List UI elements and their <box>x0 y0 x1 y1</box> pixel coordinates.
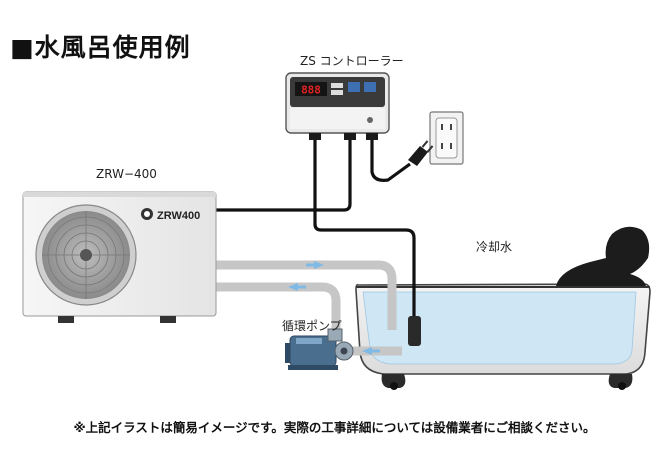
cable-controller-to-chiller <box>216 138 352 212</box>
power-plug-icon <box>408 140 434 166</box>
flow-arrow-supply <box>306 261 324 269</box>
page-title: ■水風呂使用例 <box>10 33 191 62</box>
pump-label: 循環ポンプ <box>282 319 342 333</box>
cable-power <box>370 138 411 182</box>
controller-display <box>295 82 327 96</box>
chiller-fan-grille <box>35 204 137 306</box>
bathtub-foot-right <box>608 374 633 390</box>
cable-sensor <box>313 138 416 318</box>
power-outlet <box>429 111 464 165</box>
chiller-logo-icon <box>141 208 153 220</box>
controller-label: ZS コントローラー <box>300 54 404 68</box>
footnote: ※上記イラストは簡易イメージです。実際の工事詳細については設備業者にご相談くださ… <box>73 420 596 435</box>
chiller-unit <box>22 191 217 323</box>
zs-controller <box>285 72 390 140</box>
flow-arrow-return <box>288 283 306 291</box>
pipe-supply <box>216 260 397 330</box>
cold-water <box>362 291 637 365</box>
circulation-pump <box>285 328 354 370</box>
controller-readout: 888 <box>301 84 321 97</box>
cold-water-label: 冷却水 <box>476 240 513 254</box>
person-silhouette <box>556 226 650 286</box>
bathtub <box>355 283 651 390</box>
temperature-sensor <box>408 316 421 346</box>
controller-logo-icon <box>367 117 373 123</box>
chiller-badge: ZRW400 <box>157 210 200 222</box>
chiller-label: ZRW−400 <box>96 167 157 181</box>
flow-arrow-pump <box>362 347 380 355</box>
bathtub-foot-left <box>381 374 406 390</box>
